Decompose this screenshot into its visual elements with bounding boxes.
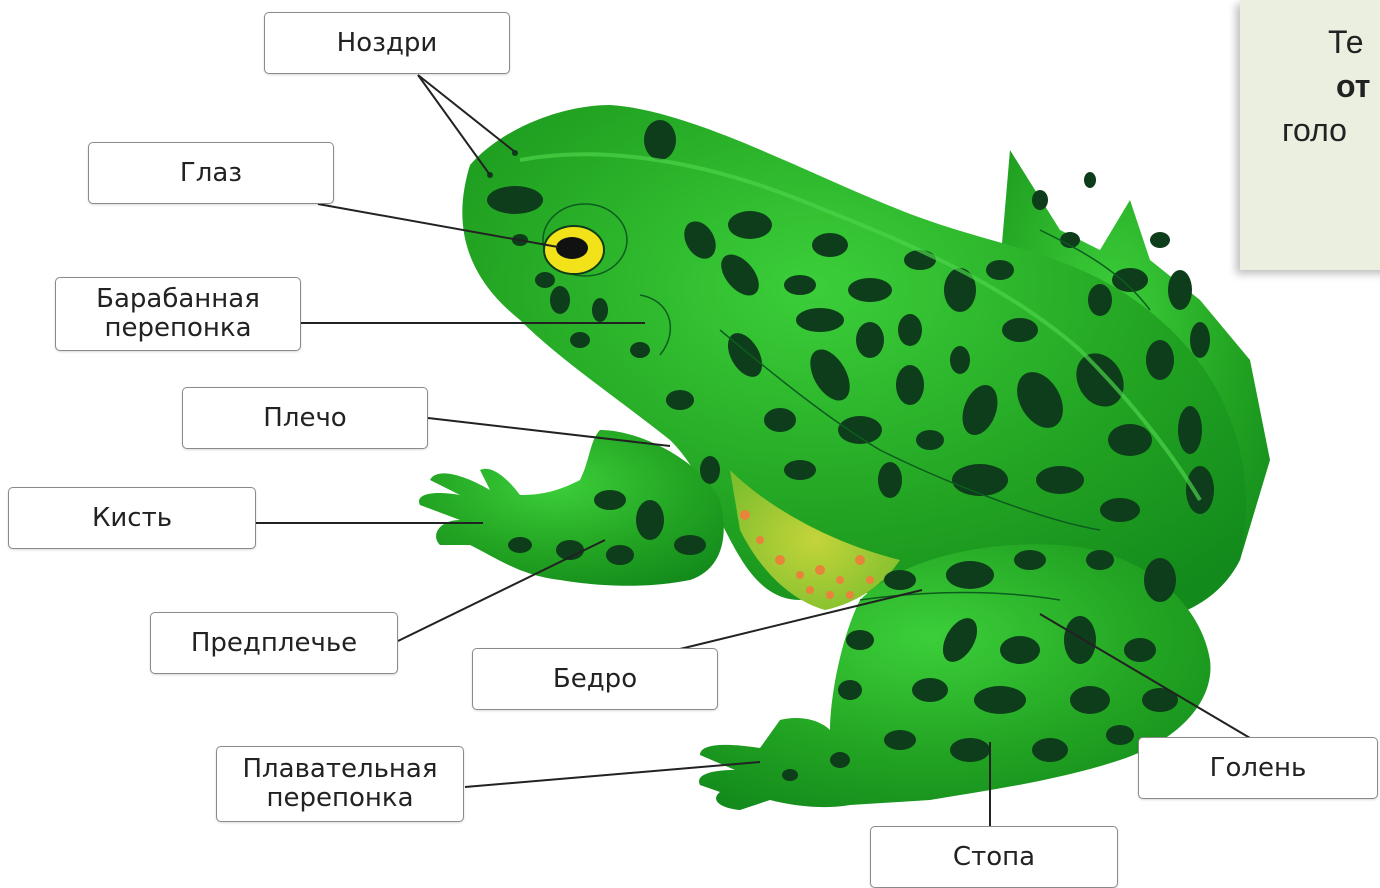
note-line-3: голо <box>1240 108 1380 152</box>
label-foot: Стопа <box>870 826 1118 888</box>
label-web: Плавательная перепонка <box>216 746 464 822</box>
label-eye: Глаз <box>88 142 334 204</box>
text-note-box: Те от голо <box>1240 0 1380 270</box>
label-hand: Кисть <box>8 487 256 549</box>
label-forearm: Предплечье <box>150 612 398 674</box>
label-shoulder: Плечо <box>182 387 428 449</box>
note-line-2: от <box>1240 64 1380 108</box>
label-nostrils: Ноздри <box>264 12 510 74</box>
label-tympanum: Барабанная перепонка <box>55 277 301 351</box>
label-thigh: Бедро <box>472 648 718 710</box>
front-arm <box>419 430 724 586</box>
note-line-1: Те <box>1240 20 1380 64</box>
label-shin: Голень <box>1138 737 1378 799</box>
